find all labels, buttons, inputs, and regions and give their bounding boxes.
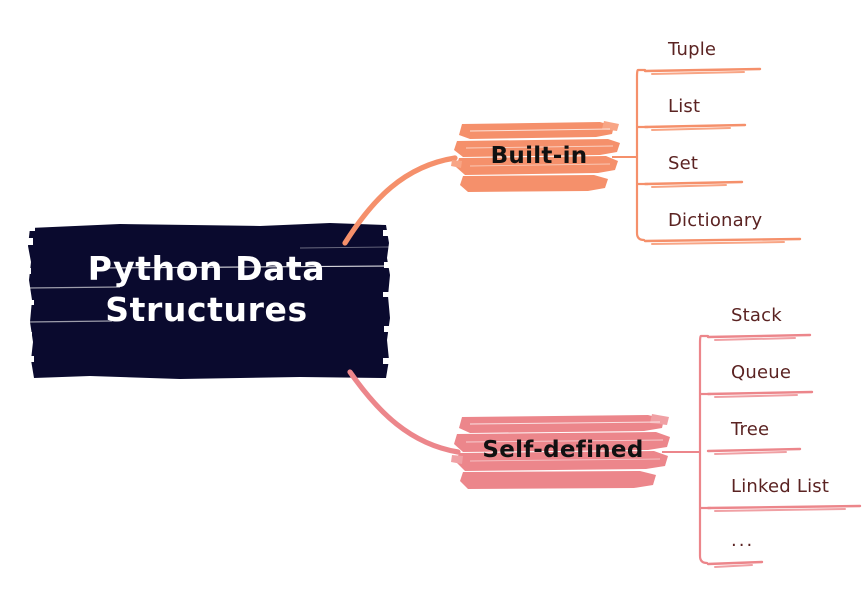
leaf-spine-bottom (698, 334, 710, 565)
leaf-underline-list-2 (651, 127, 731, 131)
root-edge-notch (384, 262, 392, 268)
leaf-underline-stack-2 (714, 337, 796, 341)
branch-stroke (454, 139, 620, 157)
root-edge-notch (383, 230, 392, 236)
root-edge-notch (24, 226, 35, 231)
branch-node-built-in[interactable] (451, 121, 620, 192)
root-edge-notch (24, 238, 33, 245)
root-striation (97, 265, 393, 269)
root-striation (299, 246, 391, 249)
leaf-underline-dictionary-2 (651, 241, 785, 245)
leaf-underline-dictionary (643, 237, 802, 243)
root-striation (26, 320, 113, 323)
leaf-underline-linked-list (706, 504, 862, 510)
leaf-underline-queue-2 (714, 394, 798, 398)
leaf-underline-ellipsis-2 (714, 564, 753, 568)
leaf-underline-ellipsis (706, 560, 764, 566)
root-edge-notch (383, 358, 392, 364)
root-edge-notch (24, 356, 34, 362)
leaf-underline-tuple-2 (651, 71, 745, 75)
root-striation (26, 286, 121, 289)
branch-texture-line (469, 458, 661, 462)
connector-selfdefined (347, 369, 461, 455)
root-node[interactable] (24, 223, 393, 379)
leaf-group-built-in (635, 67, 802, 245)
root-edge-notch (384, 326, 392, 332)
leaf-underline-set-2 (651, 184, 727, 188)
connector-builtin (342, 155, 458, 246)
branch-texture-line (465, 439, 664, 443)
leaf-group-self-defined (698, 333, 862, 568)
branch-texture-line (469, 163, 611, 167)
root-edge-notch (24, 300, 34, 305)
branch-texture-line (469, 421, 661, 425)
leaf-underline-tree-2 (714, 451, 787, 455)
leaf-underline-set (643, 180, 744, 186)
leaf-underline-list (643, 123, 747, 129)
branch-stroke (456, 156, 618, 175)
branch-stroke (456, 451, 668, 471)
branch-stroke (454, 432, 670, 452)
root-node-fill (28, 223, 390, 379)
leaf-underline-queue (706, 390, 814, 396)
branch-stroke-accent (602, 121, 619, 131)
branch-texture-line (465, 145, 614, 149)
root-edge-notch (24, 332, 32, 338)
root-edge-notch (24, 268, 31, 274)
branch-stroke-accent (451, 160, 462, 168)
branch-texture-line (469, 128, 611, 132)
branch-node-self-defined[interactable] (451, 414, 670, 489)
branch-stroke (459, 415, 664, 433)
leaf-underline-stack (706, 333, 812, 339)
leaf-underline-tree (706, 447, 802, 453)
leaf-underline-tuple (643, 67, 762, 73)
leaf-underline-linked-list-2 (714, 508, 846, 512)
branch-stroke-accent (451, 455, 463, 464)
branch-stroke (460, 175, 608, 192)
branch-stroke (460, 471, 656, 489)
root-edge-notch (383, 292, 393, 297)
leaf-spine-top (635, 68, 647, 242)
